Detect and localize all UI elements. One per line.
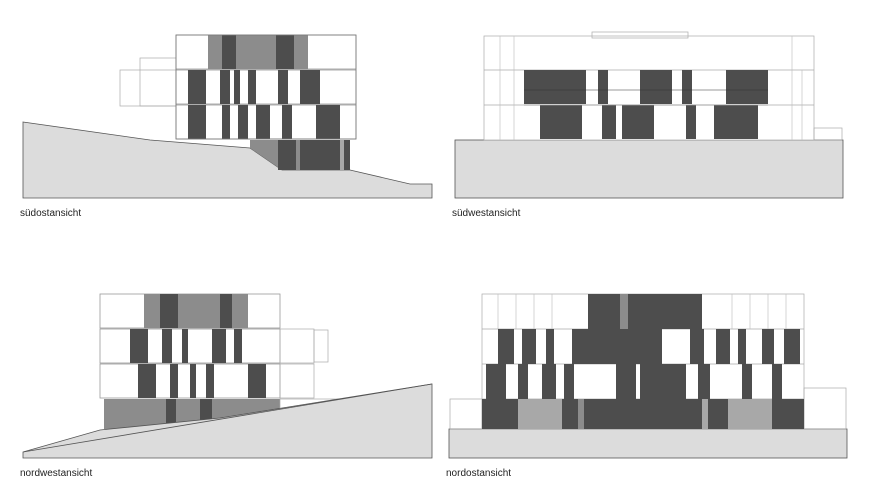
elevation-suedwest: südwestansicht: [452, 30, 852, 219]
ground-terrain: [22, 121, 433, 199]
elevation-nordwest-drawing: [22, 293, 433, 459]
elevation-label: südwestansicht: [452, 208, 521, 219]
elevation-suedwest-drawing: [454, 31, 844, 199]
elevation-label: nordwestansicht: [20, 468, 93, 479]
elevation-nordost: nordostansicht: [446, 290, 856, 479]
elevation-suedost-drawing: [22, 34, 433, 199]
elevation-label: nordostansicht: [446, 468, 512, 479]
elevation-label: südostansicht: [20, 208, 82, 219]
base-dark-panel: [278, 140, 350, 170]
elevation-suedost: südostansicht: [20, 30, 440, 219]
elevation-nordwest: nordwestansicht: [20, 290, 440, 479]
ground-terrain: [448, 428, 848, 459]
ground-terrain: [454, 139, 844, 199]
elevation-nordost-drawing: [448, 293, 848, 459]
